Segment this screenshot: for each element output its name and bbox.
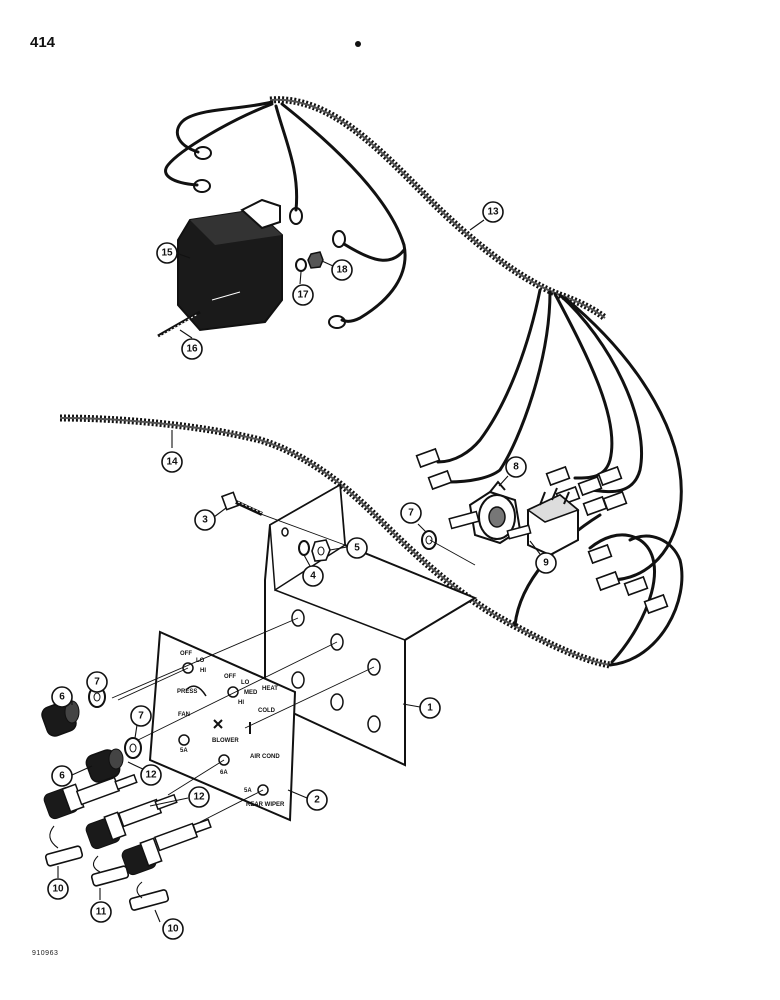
svg-text:16: 16 <box>186 344 198 355</box>
svg-text:7: 7 <box>408 508 414 519</box>
assembly-arrows <box>49 825 143 899</box>
panel-label-lo: LO <box>196 658 205 664</box>
switch-9 <box>506 487 580 557</box>
callout-6-upper: 6 <box>51 686 73 708</box>
callout-9: 9 <box>535 552 557 574</box>
callout-12-b: 12 <box>188 786 210 808</box>
washer-7-mid <box>124 737 142 759</box>
washer-17 <box>295 258 307 272</box>
callout-2: 2 <box>306 789 328 811</box>
callout-1: 1 <box>419 697 441 719</box>
knob-6-upper <box>41 700 80 737</box>
leader-lines <box>57 219 541 923</box>
callout-13: 13 <box>482 201 504 223</box>
svg-text:4: 4 <box>310 571 316 582</box>
fuse-11 <box>90 865 130 887</box>
callout-17: 17 <box>292 284 314 306</box>
decal-panel-2: OFF LO HI OFF LO MED HI PRESS FAN HEAT C… <box>148 630 297 822</box>
panel-label-air-cond: AIR COND <box>250 754 280 760</box>
fuse-10-a <box>44 845 84 867</box>
panel-label-hi2: HI <box>238 700 244 706</box>
svg-text:15: 15 <box>161 248 173 259</box>
svg-text:7: 7 <box>138 711 144 722</box>
panel-label-amp-b: 6A <box>220 770 228 776</box>
panel-label-press: PRESS <box>177 689 197 695</box>
panel-label-lo2: LO <box>241 680 250 686</box>
svg-text:1: 1 <box>427 703 433 714</box>
svg-text:12: 12 <box>193 792 205 803</box>
callout-6-lower: 6 <box>51 765 73 787</box>
callout-15: 15 <box>156 242 178 264</box>
fuse-holder-12-a <box>43 773 138 820</box>
svg-text:9: 9 <box>543 558 549 569</box>
washer-4 <box>298 540 310 556</box>
panel-label-hi: HI <box>200 668 206 674</box>
svg-text:5: 5 <box>354 543 360 554</box>
svg-text:6: 6 <box>59 771 65 782</box>
fuse-10-b <box>128 889 170 911</box>
screw-16 <box>157 310 201 338</box>
washer-7-top <box>421 530 437 550</box>
panel-label-off1: OFF <box>180 651 192 657</box>
screw-3 <box>220 491 263 516</box>
wire-harness-14 <box>59 414 611 669</box>
panel-label-heat: HEAT <box>262 686 278 692</box>
callout-7-top: 7 <box>400 502 422 524</box>
registration-dot <box>355 41 361 47</box>
callout-3: 3 <box>194 509 216 531</box>
explosion-lines <box>111 509 476 823</box>
svg-text:17: 17 <box>297 290 309 301</box>
callout-14: 14 <box>161 451 183 473</box>
wire-harness-13 <box>164 96 683 582</box>
svg-text:18: 18 <box>336 265 348 276</box>
svg-text:2: 2 <box>314 795 320 806</box>
callout-7-mid: 7 <box>130 705 152 727</box>
nut-5 <box>311 539 331 562</box>
panel-label-cold: COLD <box>258 708 276 714</box>
svg-text:13: 13 <box>487 207 499 218</box>
callout-7-left: 7 <box>86 671 108 693</box>
svg-text:6: 6 <box>59 692 65 703</box>
svg-text:11: 11 <box>96 907 107 918</box>
callout-5: 5 <box>346 537 368 559</box>
callout-12-a: 12 <box>140 764 162 786</box>
panel-label-amp-c: 5A <box>244 788 252 794</box>
page-number: 414 <box>30 34 56 51</box>
fan-icon <box>213 719 223 729</box>
panel-label-blower: BLOWER <box>212 738 239 744</box>
panel-label-amp-a: 5A <box>180 748 188 754</box>
svg-text:3: 3 <box>202 515 208 526</box>
svg-text:10: 10 <box>167 924 179 935</box>
nut-18 <box>307 251 324 269</box>
callout-8: 8 <box>505 456 527 478</box>
resistor-15 <box>177 198 283 332</box>
svg-text:10: 10 <box>52 884 64 895</box>
callout-10-a: 10 <box>47 878 69 900</box>
svg-text:14: 14 <box>166 457 178 468</box>
ring-terminals-upper <box>193 146 346 329</box>
callout-16: 16 <box>181 338 203 360</box>
callout-4: 4 <box>302 565 324 587</box>
panel-label-off2: OFF <box>224 674 236 680</box>
callout-11: 11 <box>90 901 112 923</box>
panel-label-med: MED <box>244 690 258 696</box>
panel-label-rear-wiper: REAR WIPER <box>246 802 285 808</box>
figure-id: 910963 <box>32 950 59 957</box>
svg-text:8: 8 <box>513 462 519 473</box>
fuse-holder-12-c <box>121 818 212 876</box>
callout-18: 18 <box>331 259 353 281</box>
knob-6-lower <box>85 748 124 783</box>
panel-label-fan: FAN <box>178 712 190 718</box>
svg-text:12: 12 <box>145 770 157 781</box>
svg-text:7: 7 <box>94 677 100 688</box>
callout-10-b: 10 <box>162 918 184 940</box>
